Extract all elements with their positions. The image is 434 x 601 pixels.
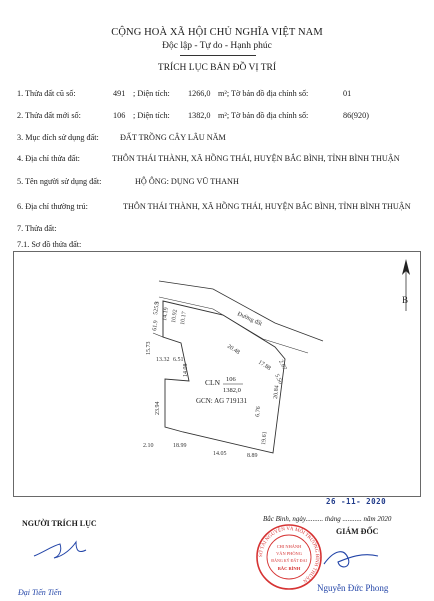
national-motto: Độc lập - Tự do - Hạnh phúc [162,41,272,51]
dim-2-67: 2.67 [277,359,287,371]
parcel-area: 1382,0 [223,387,241,394]
parcel-address-value: THÔN THÁI THÀNH, XÃ HỒNG THÁI, HUYỆN BẮC… [112,154,400,163]
dim-19-61: 19.61 [261,431,268,445]
parcel-sketch-label: 7.1. Sơ đồ thửa đất: [17,240,82,249]
dim-10-17: 10.17 [180,311,188,325]
old-sheet-label: m²; Tờ bản đồ địa chính số: [218,89,309,98]
dim-18-99: 18.99 [173,443,187,449]
dim-6-51: 6.51 [173,357,184,363]
official-seal-icon: SỞ TÀI NGUYÊN VÀ MÔI TRƯỜNG BÌNH THUẬN C… [256,524,322,590]
received-date-stamp: 26 -11- 2020 [326,497,387,506]
new-area-label: ; Diện tích: [133,111,170,120]
dim-14-19: 14.19 [162,307,170,321]
extractor-title: NGƯỜI TRÍCH LỤC [22,519,97,528]
seal-line-3: ĐĂNG KÝ ĐẤT ĐAI [271,558,307,563]
owner-value: HỘ ÔNG: DỤNG VŨ THANH [135,177,239,186]
owner-label: 5. Tên người sử dụng đất: [17,177,102,186]
document-title: TRÍCH LỤC BẢN ĐỒ VỊ TRÍ [157,63,277,73]
place-and-date: Bắc Bình, ngày.......... tháng .........… [263,515,392,523]
seal-line-2: VĂN PHÒNG [276,551,303,556]
motto-underline [180,55,256,56]
residence-value: THÔN THÁI THÀNH, XÃ HỒNG THÁI, HUYỆN BẮC… [123,202,411,211]
extractor-signature-icon [33,540,87,559]
seal-line-1: CHI NHÁNH [277,544,302,549]
extractor-name: Đại Tiến Tiến [18,588,62,597]
old-area-label: ; Diện tích: [133,89,170,98]
parcel-cln: CLN [205,378,221,387]
dim-20-48: 20.48 [226,344,241,356]
parcel-outline [162,300,286,454]
national-title: CỘNG HOÀ XÃ HỘI CHỦ NGHĨA VIỆT NAM [111,27,323,38]
dim-10-92: 10.92 [171,309,179,323]
dim-2-10: 2.10 [143,443,154,449]
old-area-value: 1266,0 [188,89,211,98]
dim-23-94: 23.94 [155,402,161,416]
new-parcel-number: 106 [113,111,126,120]
north-arrow-icon [402,259,410,311]
dim-9: 9 [154,301,160,305]
land-use-label: 3. Mục đích sử dụng đất: [17,133,99,142]
residence-label: 6. Địa chỉ thường trú: [17,202,88,211]
dim-8-89: 8.89 [247,453,258,459]
dim-15-73: 15.73 [146,342,152,356]
dim-6-76: 6.76 [255,406,262,417]
new-parcel-label: 2. Thửa đất mới số: [17,111,81,120]
new-sheet-label: m²; Tờ bản đồ địa chính số: [218,111,309,120]
dim-14-08: 14.08 [183,364,189,378]
director-signature-icon [323,551,379,568]
dim-5-50: 5.50 [273,373,283,385]
old-sheet-number: 01 [343,89,352,98]
parcel-number: 106 [226,376,237,383]
dim-13-32: 13.32 [156,357,170,363]
dim-20-84: 20.84 [273,385,280,399]
parcel-section-label: 7. Thửa đất: [17,224,57,233]
director-title: GIÁM ĐỐC [336,527,379,536]
parcel-gcn: GCN: AG 719131 [196,397,247,405]
dim-61-9: 61.9 [152,320,159,331]
map-frame [13,251,421,497]
dim-14-05: 14.05 [213,451,227,457]
north-label: B [402,295,408,305]
new-area-value: 1382,0 [188,111,211,120]
parcel-map: B Đường đất 14.19 10.92 10.17 20.48 17.8… [13,251,421,497]
road-edge [158,280,324,342]
director-name: Nguyễn Đức Phong [317,583,389,593]
new-sheet-number: 86(920) [343,111,369,120]
left-boundary [152,301,164,338]
dim-525-3: 525.3 [153,301,161,315]
seal-line-4: BẮC BÌNH [278,565,301,571]
land-use-value: ĐẤT TRỒNG CÂY LÂU NĂM [120,133,226,142]
parcel-address-label: 4. Địa chỉ thửa đất: [17,154,80,163]
dim-17-88: 17.88 [257,360,272,372]
old-parcel-label: 1. Thửa đất cũ số: [17,89,76,98]
old-parcel-number: 491 [113,89,126,98]
